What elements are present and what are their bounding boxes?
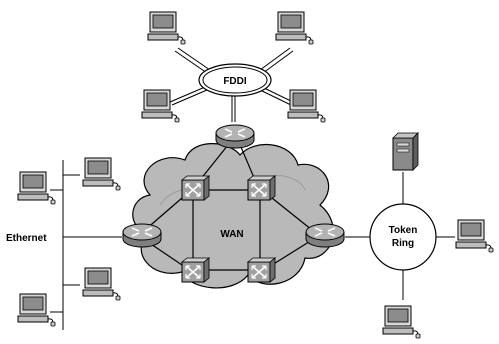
computer-workstation-icon xyxy=(141,89,180,123)
computer-workstation-icon xyxy=(382,305,421,339)
router-icon xyxy=(215,124,255,149)
ethernet-label: Ethernet xyxy=(6,233,47,244)
computer-workstation-icon xyxy=(275,11,314,45)
wan-cloud xyxy=(132,143,334,289)
computer-workstation-icon xyxy=(287,89,326,123)
fddi-links xyxy=(169,47,294,122)
atm-switch-icon xyxy=(247,175,276,201)
token-ring-label-line2: Ring xyxy=(392,238,414,249)
router-icon xyxy=(122,223,162,248)
ethernet-links xyxy=(50,160,122,330)
links xyxy=(50,47,455,330)
fddi-label: FDDI xyxy=(223,76,247,87)
router-icon xyxy=(305,223,345,248)
computer-workstation-icon xyxy=(455,219,494,253)
computer-workstation-icon xyxy=(17,171,56,205)
wan-label: WAN xyxy=(220,229,243,240)
atm-switch-icon xyxy=(181,175,210,201)
atm-switch-icon xyxy=(247,257,276,283)
fddi-ring: FDDI xyxy=(198,63,272,97)
computer-workstation-icon xyxy=(82,267,121,301)
token-ring-label-line1: Token xyxy=(389,225,418,236)
computer-workstation-icon xyxy=(147,11,186,45)
wan-mesh xyxy=(144,139,313,271)
server-tower-icon xyxy=(392,132,419,171)
token-ring-links xyxy=(345,172,455,300)
atm-switch-icon xyxy=(181,257,210,283)
computer-workstation-icon xyxy=(82,157,121,191)
computer-workstation-icon xyxy=(17,293,56,327)
token-ring: Token Ring xyxy=(369,203,437,271)
